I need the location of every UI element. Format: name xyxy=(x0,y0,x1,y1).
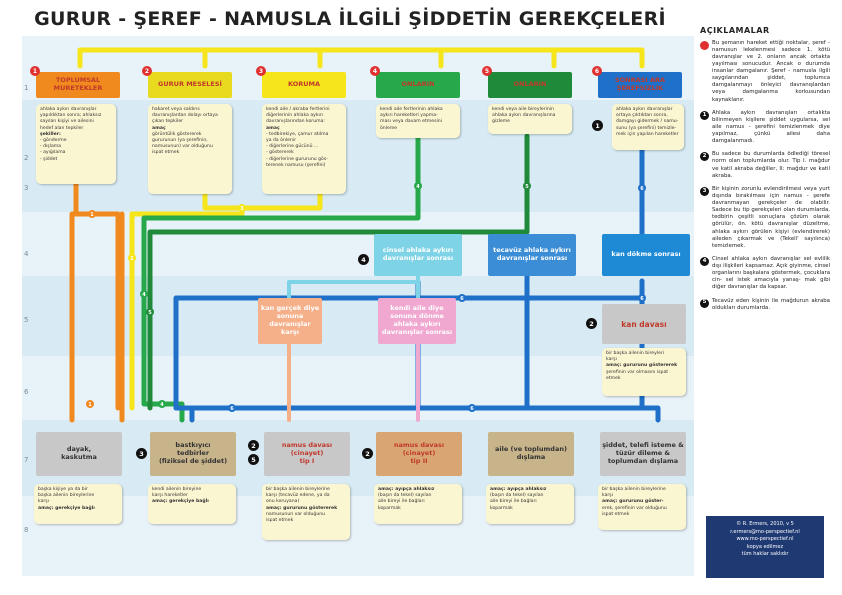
row-number: 8 xyxy=(24,526,29,534)
legend-title: AÇIKLAMALAR xyxy=(700,26,770,35)
marker-2: 2 xyxy=(586,318,597,329)
svg-text:1: 1 xyxy=(88,402,92,408)
node-kan-davasi: kan davası xyxy=(602,304,686,344)
category-gurur: GURUR MESELESİ xyxy=(148,72,232,98)
category-onlarin-2: ONLARIN xyxy=(488,72,572,98)
marker-1: 1 xyxy=(592,120,603,131)
svg-text:6: 6 xyxy=(640,186,644,192)
badge-5: 5 xyxy=(482,66,492,76)
svg-text:4: 4 xyxy=(160,402,164,408)
marker-4: 4 xyxy=(358,254,369,265)
node-siddet-telefi: şiddet, telefi isteme &tüzür dileme &top… xyxy=(600,432,686,476)
marker-3: 3 xyxy=(136,448,147,459)
node-kan-dokme: kan dökme sonrası xyxy=(602,234,690,276)
node-aile-dislama: aile (ve toplumdan)dışlama xyxy=(488,432,574,476)
row-number: 7 xyxy=(24,456,29,464)
legend-panel: AÇIKLAMALAR Bu şemanın hareket ettiği no… xyxy=(700,26,830,586)
email-link[interactable]: r.ermers@mo-perspectief.nl xyxy=(730,528,800,535)
node-dayak: dayak,kaskutma xyxy=(36,432,122,476)
badge-4: 4 xyxy=(370,66,380,76)
svg-text:6: 6 xyxy=(640,296,644,302)
svg-text:1: 1 xyxy=(90,212,94,218)
marker-2b: 2 xyxy=(248,440,259,451)
row-number: 6 xyxy=(24,388,29,396)
desc-namus-tip2: amaç: ayıpça ahlaksız(başın da tekel) sa… xyxy=(374,484,462,524)
node-namus-tip1: namus davası(cinayet)tip I xyxy=(264,432,350,476)
row-number: 4 xyxy=(24,250,29,258)
badge-6: 6 xyxy=(592,66,602,76)
marker-2c: 2 xyxy=(362,448,373,459)
flow-diagram: 1 2 3 4 5 6 7 8 xyxy=(22,36,694,576)
row-number: 2 xyxy=(24,154,29,162)
badge-2: 2 xyxy=(142,66,152,76)
row-number: 1 xyxy=(24,84,29,92)
category-onlarin-1: ONLARIN xyxy=(376,72,460,98)
marker-5: 5 xyxy=(248,454,259,465)
category-koruma: KORUMA xyxy=(262,72,346,98)
desc-aile-dislama: amaç: ayıpça ahlaksız(başın da tekel) sa… xyxy=(486,484,574,524)
row-number: 3 xyxy=(24,184,29,192)
svg-text:6: 6 xyxy=(470,406,474,412)
red-dot-icon xyxy=(700,40,709,50)
legend-item: Bu şemanın hareket ettiği noktalar, şere… xyxy=(700,40,830,104)
badge-3: 3 xyxy=(256,66,266,76)
svg-text:6: 6 xyxy=(230,406,234,412)
svg-text:2: 2 xyxy=(130,256,134,262)
credit-box: © R. Ermers, 2010, v 5 r.ermers@mo-persp… xyxy=(706,516,824,578)
svg-text:5: 5 xyxy=(525,184,529,190)
svg-text:4: 4 xyxy=(416,184,420,190)
svg-text:6: 6 xyxy=(460,296,464,302)
page-title: GURUR - ŞEREF - NAMUSLA İLGİLİ ŞİDDETİN … xyxy=(34,8,666,30)
node-namus-tip2: namus davası(cinayet)tip II xyxy=(376,432,462,476)
svg-text:3: 3 xyxy=(240,206,244,212)
svg-text:4: 4 xyxy=(142,292,146,298)
website-link[interactable]: www.mo-perspectief.nl xyxy=(736,536,794,542)
badge-1: 1 xyxy=(30,66,40,76)
connector-lines: 1 2 3 4 5 6 4 5 6 6 6 6 1 4 xyxy=(69,47,661,423)
row-number: 5 xyxy=(24,316,29,324)
svg-text:5: 5 xyxy=(148,310,152,316)
